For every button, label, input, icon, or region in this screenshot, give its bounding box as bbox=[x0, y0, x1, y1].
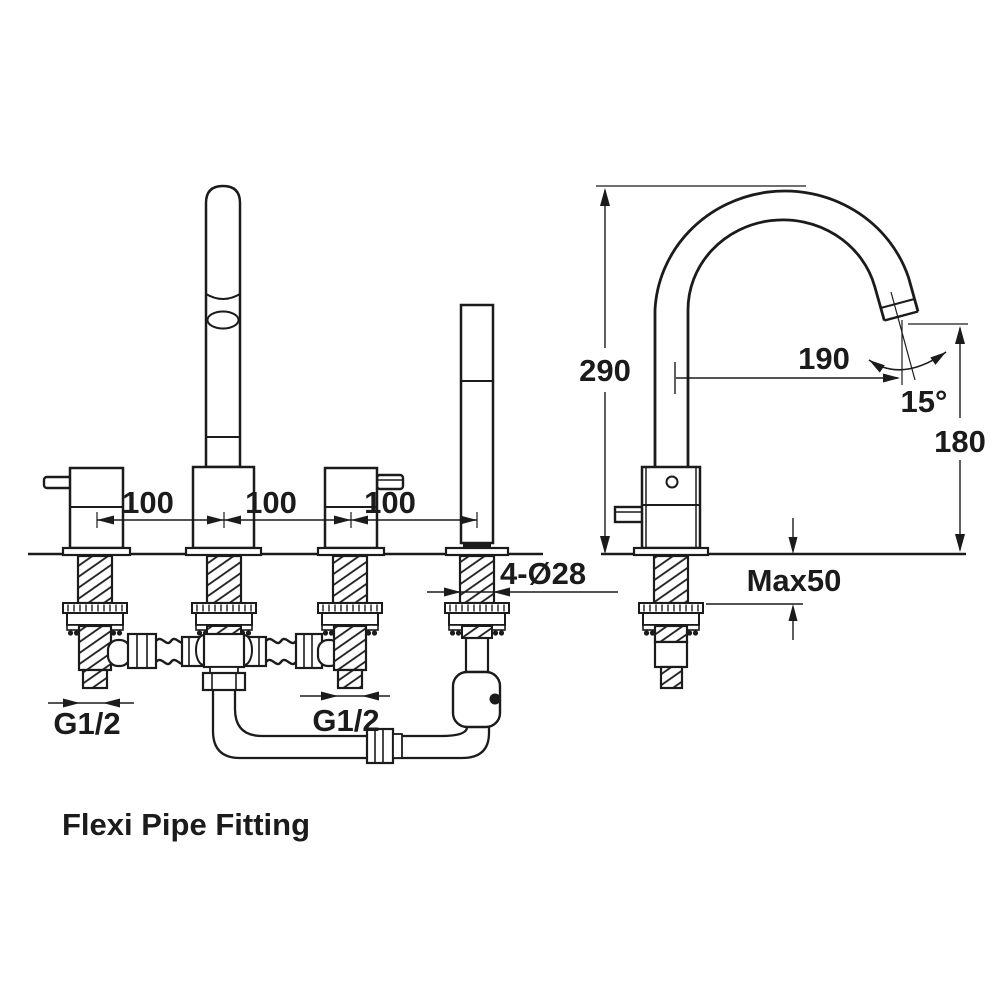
dim-label-hole: 4-Ø28 bbox=[500, 556, 586, 591]
spout-body-side bbox=[613, 465, 710, 557]
hot-valve bbox=[42, 466, 132, 557]
spout-shank-tee bbox=[180, 554, 268, 692]
dim-label-reach: 190 bbox=[798, 341, 850, 376]
hot-valve-shank bbox=[62, 554, 128, 690]
dimension-outlet-angle: 15° bbox=[868, 291, 948, 419]
base-flange bbox=[316, 546, 386, 557]
spout-front bbox=[184, 184, 263, 557]
hot-valve-lever bbox=[42, 475, 74, 490]
elbow-screw bbox=[489, 693, 501, 705]
caption-flexi-pipe-fitting: Flexi Pipe Fitting bbox=[62, 807, 310, 842]
base-flange bbox=[632, 546, 710, 557]
side-view: 290 190 15° 180 bbox=[579, 185, 986, 690]
dimension-reach: 190 bbox=[674, 341, 900, 394]
dim-label-thread-left: G1/2 bbox=[53, 706, 120, 741]
dimension-thread-right: G1/2 bbox=[300, 691, 390, 738]
gooseneck-spout bbox=[653, 189, 920, 467]
dimension-hole-diameter: 4-Ø28 bbox=[427, 556, 618, 597]
hand-shower-shank bbox=[444, 554, 510, 729]
below-deck-pipework bbox=[62, 554, 510, 765]
hex-nut bbox=[126, 632, 158, 670]
aerator-joint bbox=[880, 298, 915, 309]
base-flange bbox=[184, 546, 263, 557]
dim-label-height: 290 bbox=[579, 353, 631, 388]
dimension-deck-thickness: Max50 bbox=[706, 518, 841, 640]
dim-label-angle: 15° bbox=[901, 384, 948, 419]
dim-label-outlet-height: 180 bbox=[934, 424, 986, 459]
spout-shank-side bbox=[638, 554, 704, 690]
cold-valve bbox=[316, 466, 405, 557]
dim-label-spacing-1: 100 bbox=[122, 485, 174, 520]
tee-fitting bbox=[180, 632, 268, 692]
side-lever bbox=[613, 505, 645, 524]
cold-valve-shank bbox=[317, 554, 383, 690]
front-view: 100 100 100 4-Ø28 G1/2 G1/2 bbox=[28, 184, 618, 765]
dimension-spacing-chain: 100 100 100 bbox=[96, 485, 478, 528]
base-flange bbox=[444, 546, 510, 557]
connecting-pipe bbox=[211, 690, 491, 765]
base-flange bbox=[61, 546, 132, 557]
pipe-coupling bbox=[365, 727, 403, 765]
dimension-overall-height: 290 bbox=[579, 185, 806, 554]
spout-outlet bbox=[883, 310, 919, 322]
dim-label-deck-max: Max50 bbox=[747, 563, 842, 598]
dim-label-spacing-2: 100 bbox=[245, 485, 297, 520]
set-screw bbox=[665, 475, 679, 489]
dim-label-thread-right: G1/2 bbox=[312, 703, 379, 738]
hand-shower bbox=[444, 303, 510, 557]
dimension-thread-left: G1/2 bbox=[48, 698, 134, 741]
dim-label-spacing-3: 100 bbox=[364, 485, 416, 520]
dimension-outlet-height: 180 bbox=[908, 323, 986, 552]
ball-joint bbox=[106, 638, 132, 668]
